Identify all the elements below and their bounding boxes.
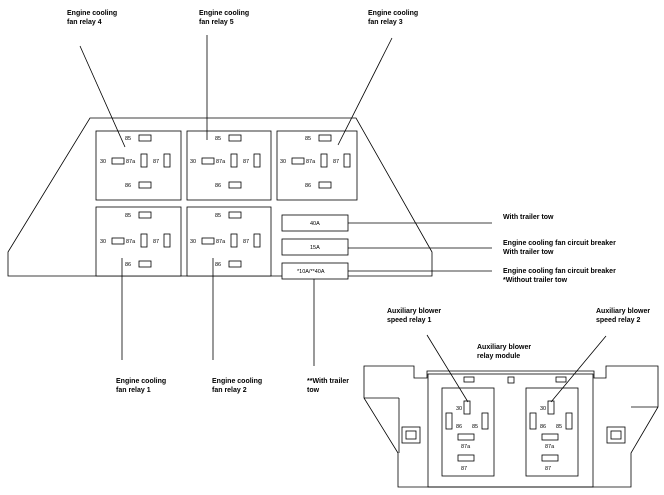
svg-text:87a: 87a [126, 239, 136, 245]
svg-text:86: 86 [305, 183, 311, 189]
leader-lines [79, 35, 492, 366]
svg-text:87: 87 [243, 239, 249, 245]
aux-module-housing [363, 365, 659, 488]
svg-text:85: 85 [472, 424, 478, 430]
svg-text:87: 87 [461, 466, 467, 472]
svg-text:85: 85 [125, 213, 131, 219]
relay-2: 85 30 87a 87 86 [186, 206, 272, 277]
svg-text:87a: 87a [126, 159, 136, 165]
svg-text:85: 85 [125, 136, 131, 142]
svg-text:15A: 15A [310, 245, 320, 251]
svg-text:87: 87 [333, 159, 339, 165]
svg-text:86: 86 [125, 183, 131, 189]
breaker-10a-40a: *10A/**40A [281, 262, 349, 280]
svg-text:87: 87 [545, 466, 551, 472]
callout-breaker-10a: Engine cooling fan circuit breaker*Witho… [503, 268, 616, 284]
aux-leader-lines [426, 334, 607, 403]
svg-text:86: 86 [215, 262, 221, 268]
svg-text:86: 86 [215, 183, 221, 189]
svg-text:86: 86 [540, 424, 546, 430]
svg-text:30: 30 [456, 406, 462, 412]
svg-text:85: 85 [215, 136, 221, 142]
aux-relay-2: 30 86 85 87a 87 [525, 387, 579, 477]
relay-5: 85 30 87a 87 86 [186, 130, 272, 201]
relay-1: 85 30 87a 87 86 [95, 206, 182, 277]
relay-4: 85 30 87a 87 86 [95, 130, 182, 201]
svg-text:*10A/**40A: *10A/**40A [297, 269, 325, 275]
svg-text:87a: 87a [216, 159, 226, 165]
svg-text:30: 30 [540, 406, 546, 412]
aux-relay-1: 30 86 85 87a 87 [441, 387, 495, 477]
svg-text:87a: 87a [306, 159, 316, 165]
svg-text:30: 30 [190, 159, 196, 165]
main-box-outline [7, 117, 433, 277]
svg-text:87a: 87a [545, 444, 555, 450]
breaker-15a: 15A [281, 238, 349, 256]
svg-text:30: 30 [280, 159, 286, 165]
svg-text:30: 30 [190, 239, 196, 245]
svg-text:87: 87 [153, 159, 159, 165]
callout-fuse-40a: With trailer tow [503, 214, 554, 221]
svg-text:87a: 87a [461, 444, 471, 450]
svg-text:87: 87 [153, 239, 159, 245]
svg-text:86: 86 [125, 262, 131, 268]
relay-3: 85 30 87a 87 86 [276, 130, 358, 201]
svg-text:40A: 40A [310, 221, 320, 227]
svg-text:85: 85 [305, 136, 311, 142]
svg-text:86: 86 [456, 424, 462, 430]
svg-text:87a: 87a [216, 239, 226, 245]
svg-text:85: 85 [556, 424, 562, 430]
svg-text:30: 30 [100, 239, 106, 245]
fuse-40a: 40A [281, 214, 349, 232]
svg-text:87: 87 [243, 159, 249, 165]
svg-text:30: 30 [100, 159, 106, 165]
svg-text:85: 85 [215, 213, 221, 219]
